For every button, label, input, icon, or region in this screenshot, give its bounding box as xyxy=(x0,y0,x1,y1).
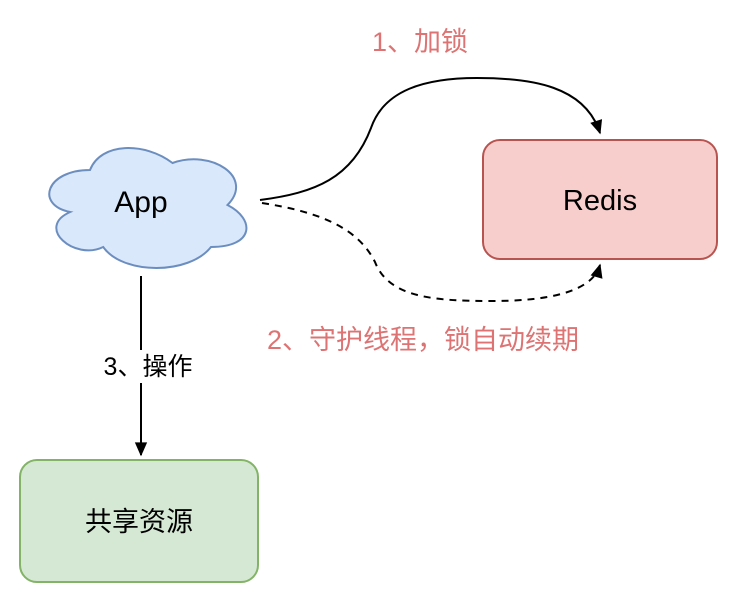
app-node: App xyxy=(48,147,248,269)
shared-resource-node: 共享资源 xyxy=(19,459,259,583)
redis-box-shape xyxy=(482,139,718,260)
redis-label: Redis xyxy=(563,185,637,217)
edge-operate-label-background xyxy=(94,350,204,383)
edge-lock-arrow xyxy=(259,76,603,201)
shared-resource-label: 共享资源 xyxy=(85,507,193,537)
app-label: App xyxy=(114,186,167,219)
edge-renew-label: 2、守护线程，锁自动续期 xyxy=(267,325,579,355)
shared-resource-box-shape xyxy=(19,459,259,583)
edge-renew-arrow xyxy=(261,202,603,303)
redis-node: Redis xyxy=(482,139,718,260)
app-cloud-shape xyxy=(48,147,248,269)
edge-lock-label: 1、加锁 xyxy=(372,27,468,57)
edge-operate-label: 3、操作 xyxy=(104,353,193,381)
